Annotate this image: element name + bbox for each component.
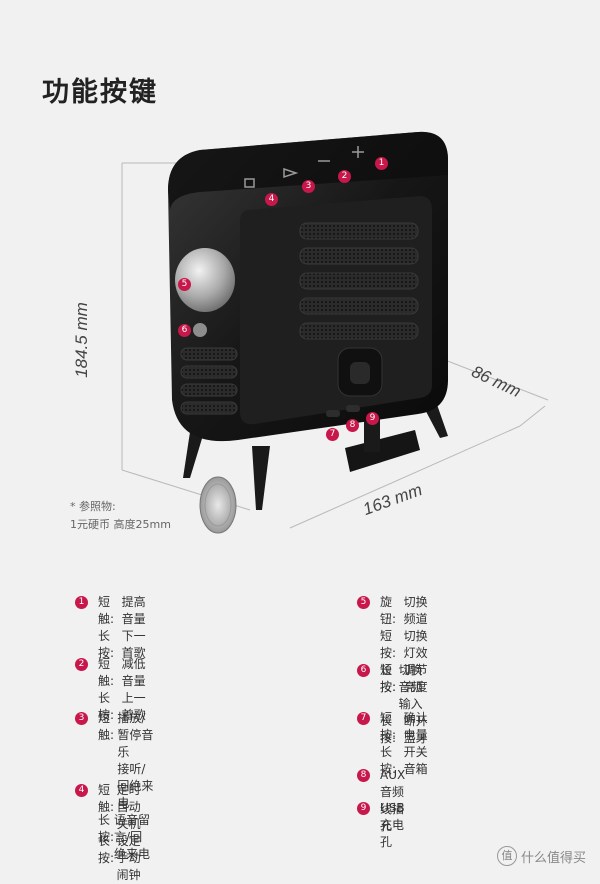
legend-text: 语音留言/回绝来电 bbox=[114, 813, 151, 861]
legend-number: 2 bbox=[75, 658, 88, 671]
source-button bbox=[193, 323, 207, 337]
legend-label: 短按: bbox=[380, 663, 397, 694]
legend-text: USB充电孔 bbox=[380, 801, 405, 849]
legend-label: 短触: bbox=[98, 595, 115, 626]
legend-item-3: 3 短触:播放/暂停音乐 接听/回绝来电 长按:语音留言/回绝来电 bbox=[75, 710, 154, 863]
timer-icon bbox=[244, 178, 255, 188]
stand-base bbox=[345, 430, 420, 472]
marker-2: 2 bbox=[338, 170, 351, 183]
marker-4: 4 bbox=[265, 193, 278, 206]
legend-text: 提高音量 bbox=[121, 595, 146, 626]
legend-label: 长按: bbox=[380, 714, 397, 745]
legend-label: 短按: bbox=[380, 629, 397, 660]
leg-left bbox=[183, 432, 204, 478]
legend-label: 旋钮: bbox=[380, 595, 397, 626]
watermark-text: 什么值得买 bbox=[520, 850, 586, 866]
legend-label: 长按: bbox=[98, 691, 115, 722]
legend-item-8: 8 AUX音频线插孔 bbox=[357, 767, 405, 835]
legend-label: 短触: bbox=[98, 657, 115, 688]
marker-5: 5 bbox=[178, 278, 191, 291]
legend-item-1: 1 短触: 提高音量 长按: 下一首歌 bbox=[75, 594, 150, 662]
legend-label: 短触: bbox=[98, 783, 115, 814]
marker-8: 8 bbox=[346, 419, 359, 432]
legend-text: 播放/暂停音乐 bbox=[117, 711, 154, 759]
legend-text: AUX音频线插孔 bbox=[380, 768, 406, 833]
legend-text: 接听/回绝来电 bbox=[117, 762, 154, 810]
coin bbox=[199, 476, 237, 534]
front-grille bbox=[299, 222, 419, 340]
legend-number: 1 bbox=[75, 596, 88, 609]
legend-number: 9 bbox=[357, 802, 370, 815]
legend-item-5: 5 旋钮: 切换频道 短按: 切换灯效 长按: 调节亮度 bbox=[357, 594, 432, 696]
legend-text: 调节亮度 bbox=[403, 663, 428, 694]
legend-label: 短触: bbox=[98, 711, 115, 742]
height-dimension: 184.5 mm bbox=[71, 302, 91, 378]
legend-text: 切换音频输入 bbox=[398, 663, 423, 711]
reference-line-1: * 参照物: bbox=[70, 500, 116, 513]
play-icon bbox=[283, 167, 299, 179]
watermark-logo-icon: 值 bbox=[496, 846, 517, 866]
legend-label: 长按: bbox=[98, 813, 115, 844]
marker-7: 7 bbox=[326, 428, 339, 441]
legend-text: 定时自动关机 bbox=[116, 783, 141, 831]
top-button-icons bbox=[244, 146, 364, 188]
legend-item-7: 7 短按: 确认电量 长按: 开关音箱 bbox=[357, 710, 432, 778]
legend-label: 长按: bbox=[380, 745, 397, 776]
legend-item-2: 2 短触: 减低音量 长按: 上一首歌 bbox=[75, 656, 150, 724]
legend-text: 设定手动闹钟 bbox=[116, 834, 141, 882]
legend-item-4: 4 短触:定时自动关机 长按:设定手动闹钟 bbox=[75, 782, 150, 884]
marker-6: 6 bbox=[178, 324, 191, 337]
legend-text: 下一首歌 bbox=[121, 629, 146, 660]
legend-number: 7 bbox=[357, 712, 370, 725]
legend-text: 开关音箱 bbox=[403, 745, 428, 776]
leg-front bbox=[252, 446, 270, 510]
legend-number: 3 bbox=[75, 712, 88, 725]
legend-number: 4 bbox=[75, 784, 88, 797]
legend-number: 6 bbox=[357, 664, 370, 677]
dimension-lines bbox=[121, 162, 549, 529]
marker-9: 9 bbox=[366, 412, 379, 425]
legend-label: 长按: bbox=[98, 629, 115, 660]
legend-label: 短按: bbox=[380, 711, 397, 742]
watermark: 值 什么值得买 bbox=[496, 846, 586, 866]
legend-number: 8 bbox=[357, 769, 370, 782]
legend-number: 5 bbox=[357, 596, 370, 609]
legend-label: 长按: bbox=[380, 663, 397, 694]
legend-label: 长按: bbox=[98, 834, 115, 865]
legend-text: 上一首歌 bbox=[121, 691, 146, 722]
legend-text: 切换灯效 bbox=[403, 629, 428, 660]
legend-item-6: 6 短按:切换音频输入 长按: 断开蓝牙 bbox=[357, 662, 432, 747]
legend-text: 减低音量 bbox=[121, 657, 146, 688]
knob bbox=[175, 248, 235, 312]
marker-1: 1 bbox=[375, 157, 388, 170]
side-grille bbox=[180, 347, 238, 415]
legend-item-9: 9 USB充电孔 bbox=[357, 800, 405, 851]
legend-text: 断开蓝牙 bbox=[403, 714, 428, 745]
legend-text: 确认电量 bbox=[403, 711, 428, 742]
marker-3: 3 bbox=[302, 180, 315, 193]
page-title: 功能按键 bbox=[42, 77, 158, 108]
reference-note: * 参照物: 1元硬币 高度25mm bbox=[70, 498, 171, 534]
speaker-illustration bbox=[121, 131, 549, 534]
reference-line-2: 1元硬币 高度25mm bbox=[70, 518, 171, 531]
legend-text: 切换频道 bbox=[403, 595, 428, 626]
